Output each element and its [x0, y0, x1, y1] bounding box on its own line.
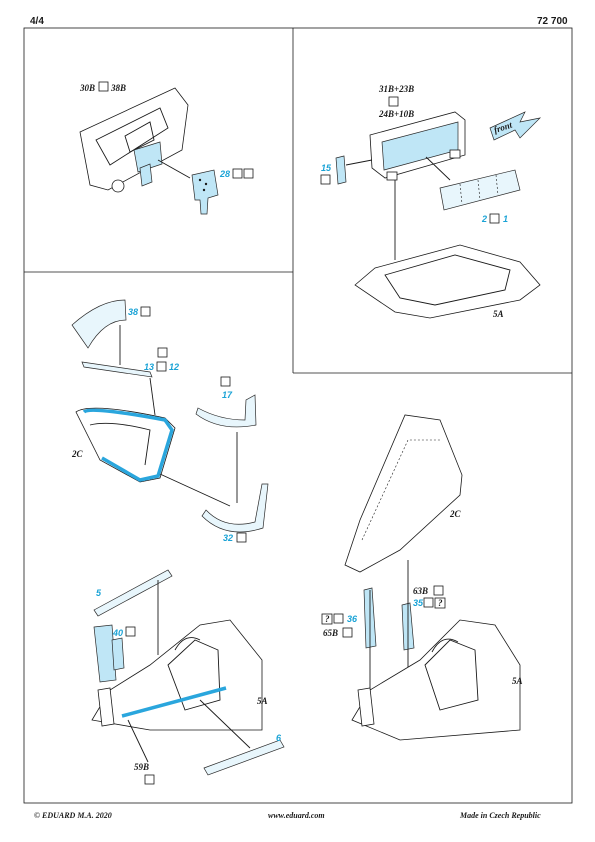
label-59B: 59B: [134, 762, 149, 772]
pe-38: [71, 299, 127, 349]
unknown-box-2: [434, 597, 446, 609]
seat-left: [167, 639, 221, 711]
label-5: 5: [96, 588, 102, 598]
pe-5: [93, 569, 173, 617]
label-5A-top: 5A: [493, 309, 504, 319]
cockpit-tub-5A: [354, 244, 541, 319]
cockpit-5A-right: [351, 619, 521, 741]
label-36: 36: [347, 614, 358, 624]
panel-top-left: 30B 38B 28: [79, 81, 254, 215]
pe-15: [335, 155, 347, 185]
glareshield-foot-right: [449, 149, 461, 159]
label-15: 15: [321, 163, 332, 173]
label-38B: 38B: [110, 83, 126, 93]
paint-icon: [156, 361, 167, 372]
kit-number: 72 700: [537, 16, 568, 27]
pe-40-side: [111, 637, 125, 671]
pe-6: [203, 739, 285, 776]
label-32: 32: [223, 533, 233, 543]
label-31B-23B: 31B+23B: [378, 84, 414, 94]
cockpit-5A-left: [91, 619, 263, 731]
label-2C-right: 2C: [449, 509, 462, 519]
panel-hole: [124, 121, 155, 153]
bend-icon: [157, 347, 168, 358]
bend-icon: [243, 168, 254, 179]
canopy-frame-2C: [75, 407, 176, 483]
pe-13: [81, 361, 153, 378]
cockpit-opening: [384, 254, 511, 306]
bend-icon: [125, 626, 136, 637]
label-1: 1: [503, 214, 508, 224]
bend-icon: [333, 613, 344, 624]
seat-right: [424, 639, 479, 711]
label-6: 6: [276, 733, 282, 743]
leader-1: [425, 156, 451, 181]
label-2C: 2C: [71, 449, 84, 459]
stick-left: [97, 687, 115, 727]
label-35: 35: [413, 598, 424, 608]
pe-sill-blue: [121, 686, 227, 718]
page-number: 4/4: [30, 16, 44, 27]
footer-copyright: © EDUARD M.A. 2020: [34, 811, 112, 820]
label-40: 40: [112, 628, 123, 638]
bend-icon: [220, 376, 231, 387]
leader-28: [157, 159, 191, 179]
panel-middle-left: 38 13 12 2C 17 32: [71, 299, 269, 543]
panel-top-right: front 31B+23B 24B+10B 15 2 1 5A: [320, 84, 542, 319]
canopy-inner: [89, 422, 151, 466]
paint-icon: [388, 96, 399, 107]
pe-28: [191, 169, 219, 215]
front-arrow: [489, 111, 542, 141]
paint-icon: [320, 174, 331, 185]
instrument-panel-part: [79, 87, 189, 191]
label-63B: 63B: [413, 586, 428, 596]
label-unknown-2: ?: [438, 598, 443, 608]
pe-tab: [139, 163, 153, 187]
label-unknown: ?: [325, 614, 330, 624]
label-65B: 65B: [323, 628, 338, 638]
canopy-hidden-line: [361, 439, 440, 541]
pe-17: [195, 394, 257, 428]
footer-origin: Made in Czech Republic: [460, 811, 541, 820]
pe-32: [201, 483, 269, 533]
panel-recess: [95, 107, 169, 166]
paint-icon: [232, 168, 243, 179]
bend-icon: [423, 597, 434, 608]
paint-icon: [489, 213, 500, 224]
pe-decal-center: [133, 141, 163, 173]
pe-40-body: [93, 624, 117, 683]
headrest-right: [431, 638, 459, 653]
label-17: 17: [222, 390, 233, 400]
leader-15: [345, 159, 373, 166]
bend-icon: [140, 306, 151, 317]
label-12: 12: [169, 362, 179, 372]
label-5A-bottom-left: 5A: [257, 696, 268, 706]
bend-icon: [236, 532, 247, 543]
label-2: 2: [481, 214, 487, 224]
stick-right: [357, 687, 375, 727]
panel-bottom-left: 5 40 6 5A 59B: [91, 569, 285, 785]
label-28: 28: [219, 169, 230, 179]
unknown-box: [321, 613, 333, 625]
glareshield-foot-left: [386, 171, 398, 181]
label-38: 38: [128, 307, 138, 317]
label-13: 13: [144, 362, 154, 372]
pe-1-strip: [439, 169, 521, 211]
page-frame: [23, 27, 573, 804]
leader-32: [159, 473, 231, 507]
panel-knob: [111, 179, 125, 193]
paint-icon: [98, 81, 109, 92]
paint-icon: [433, 585, 444, 596]
panel-bottom-right: 2C ? 36 65B 63B 35 ? 5A: [321, 414, 523, 741]
label-24B-10B: 24B+10B: [378, 109, 414, 119]
footer-website: www.eduard.com: [268, 811, 325, 820]
pe-canopy-rim: [82, 408, 174, 482]
paint-icon: [342, 627, 353, 638]
headrest-left: [174, 637, 201, 651]
label-30B: 30B: [79, 83, 95, 93]
canopy-2C: [344, 414, 463, 573]
paint-icon: [144, 774, 155, 785]
label-5A-bottom-right: 5A: [512, 676, 523, 686]
